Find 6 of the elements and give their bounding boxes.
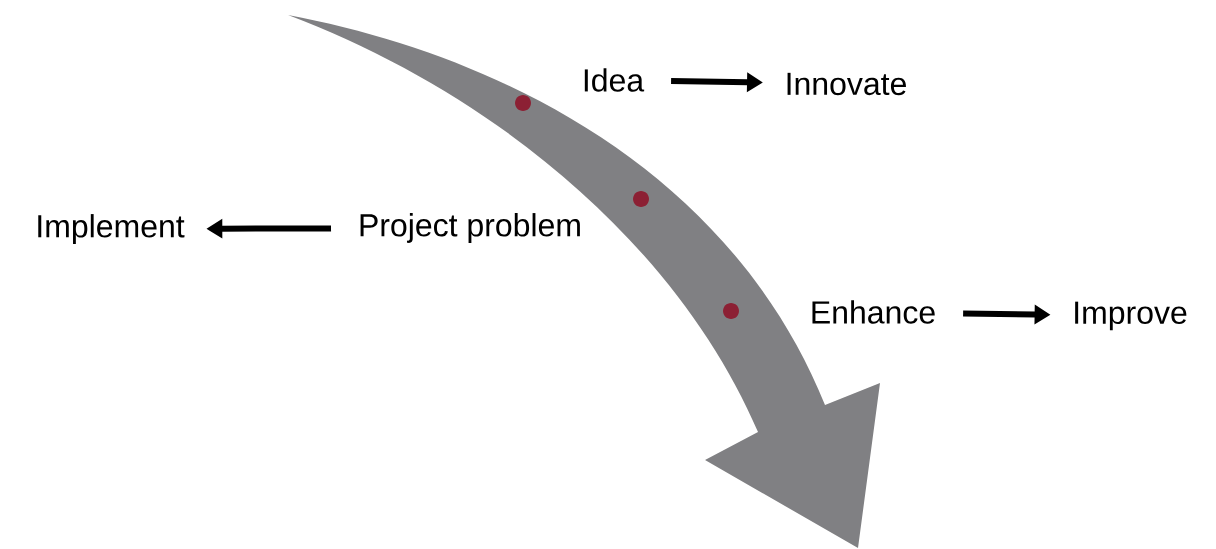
label-text: Idea (584, 68, 645, 92)
label-text: Innovate (787, 72, 906, 96)
label-text: Improve (1075, 301, 1187, 331)
label-text: Enhance (812, 300, 935, 324)
label-text: Implement (38, 214, 185, 244)
label-text: Project problem (360, 213, 580, 243)
